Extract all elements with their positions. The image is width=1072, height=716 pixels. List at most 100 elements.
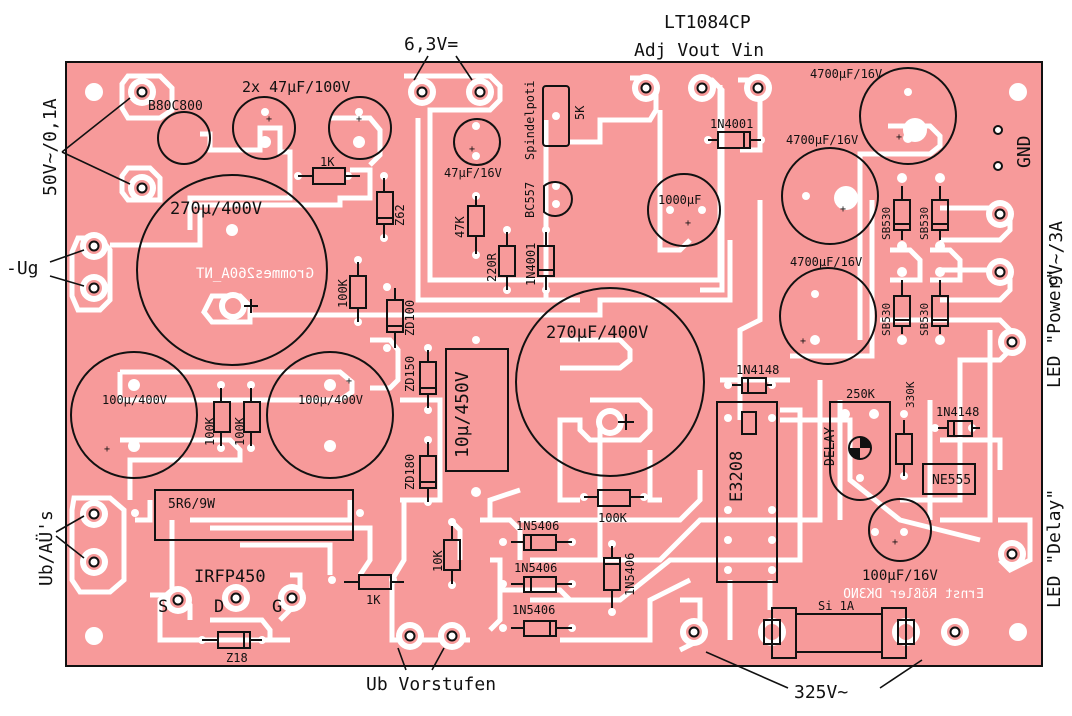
label-pot-250k: 250K [846,387,876,401]
resistor-outline [154,489,354,541]
label-ub-outputs: Ub/AÜ's [35,510,57,586]
label-cap-270-left: 270µ/400V [170,199,262,219]
label-z62: Z62 [393,204,407,226]
label-zd100: ZD100 [403,300,417,336]
label-bc557: BC557 [523,182,537,218]
capacitor-outline [232,96,296,160]
board-author: Ernst Rößler DK3NO [843,587,984,602]
label-cap-4700-c: 4700µF/16V [790,255,862,269]
label-ub-pre: Ub Vorstufen [366,674,496,695]
label-trim: Spindelpoti [523,81,537,160]
label-sb530-a: SB530 [880,207,893,240]
label-sb530-d: SB530 [918,303,931,336]
capacitor-outline [515,287,705,477]
svg-text:+: + [346,376,352,387]
label-r-100k-d: 100K [598,511,628,525]
label-delay: DELAY [823,427,838,466]
label-zd180: ZD180 [403,454,417,490]
svg-text:+: + [469,144,475,155]
label-r-47k: 47K [453,216,467,238]
label-heater: 6,3V= [404,34,458,55]
label-sb530-c: SB530 [880,303,893,336]
label-d-1n4148-b: 1N4148 [936,405,979,419]
svg-text:+: + [800,336,806,347]
capacitor-outline [328,96,392,160]
mounting-hole [1009,83,1027,101]
svg-text:+: + [685,218,691,229]
label-ic: NE555 [932,473,971,488]
label-cap-100-l: 100µ/400V [102,393,167,407]
label-mosfet: IRFP450 [194,567,266,587]
label-r-10k: 10K [431,550,445,572]
svg-text:+: + [356,114,362,125]
label-r-1k-top: 1K [320,155,335,169]
label-cap-100-r: 100µ/400V [298,393,363,407]
capacitor-outline [868,498,932,562]
svg-text:+: + [840,204,846,215]
label-cap-47-16: 47µF/16V [444,166,502,180]
copper-traces [69,73,1033,653]
label-r-330k: 330K [904,381,917,408]
label-bridge: B80C800 [148,99,203,114]
capacitor-outline [859,67,957,165]
label-gnd: GND [1014,135,1035,168]
resistor-bodies [213,167,913,590]
capacitor-outline [266,351,394,479]
label-d-1n5406-d: 1N5406 [623,553,637,596]
potentiometer-outline [829,401,891,501]
mounting-hole [226,224,238,236]
silkscreen: + + + + + + + + + + [49,55,980,689]
label-cap-1000: 1000µF [658,193,701,207]
solder-dots [128,88,976,644]
ic-outline [922,463,976,495]
label-d-1n4148-a: 1N4148 [736,363,779,377]
label-neg-grid: -Ug [6,258,39,279]
capacitor-outline [647,173,721,247]
label-cap-100-16: 100µF/16V [862,568,938,584]
mounting-hole [1009,623,1027,641]
mounting-hole [85,83,103,101]
label-d-1n5406-a: 1N5406 [516,519,559,533]
label-r-220r: 220R [485,252,499,282]
label-r-5r6: 5R6/9W [168,497,215,512]
label-fuse: Si 1A [818,599,855,613]
capacitor-outline [70,351,198,479]
label-sb530-b: SB530 [918,207,931,240]
label-ac-in: 9V~/3A [1046,221,1067,286]
drill-holes [88,82,1018,642]
label-d-1n5406-b: 1N5406 [514,561,557,575]
capacitor-outline [781,147,879,245]
label-cap-pair: 2x 47µF/100V [242,78,350,96]
diode-bodies [202,131,980,649]
label-d-1n4001-b: 1N4001 [710,117,753,131]
bridge-rectifier-outline [157,111,211,165]
label-cap-4700-b: 4700µF/16V [786,133,858,147]
label-cap-270-mid: 270µF/400V [546,323,648,343]
label-cap-10u: 10µ/450V [452,371,473,458]
label-pin-d: D [214,597,224,617]
label-pin-g: G [272,597,282,617]
label-trim-val: 5K [573,105,587,120]
label-d-1n5406-c: 1N5406 [512,603,555,617]
mounting-hole [85,627,103,645]
label-mains-in: 50V~/0,1A [40,98,61,196]
capacitor-outline [453,118,501,166]
label-zd150: ZD150 [403,356,417,392]
label-d-1n4001-a: 1N4001 [524,243,538,286]
labels: 50V~/0,1A -Ug Ub/AÜ's 6,3V= LT1084CP Adj… [6,12,1067,703]
polarity-marks: + + + + + + + + + + [104,114,902,548]
label-pin-s: S [158,597,168,617]
label-led-delay: LED "Delay" [1044,489,1065,608]
svg-text:+: + [896,132,902,143]
board-title: Grommes260A_NT [195,266,314,282]
capacitor-outline [779,267,877,365]
pads [80,74,1026,650]
label-z18: Z18 [226,651,248,665]
svg-text:+: + [104,444,110,455]
relay-outline [716,401,778,583]
svg-text:+: + [892,537,898,548]
svg-text:+: + [266,114,272,125]
label-r-100k-a: 100K [336,278,350,308]
label-r-1k-bot: 1K [366,593,381,607]
